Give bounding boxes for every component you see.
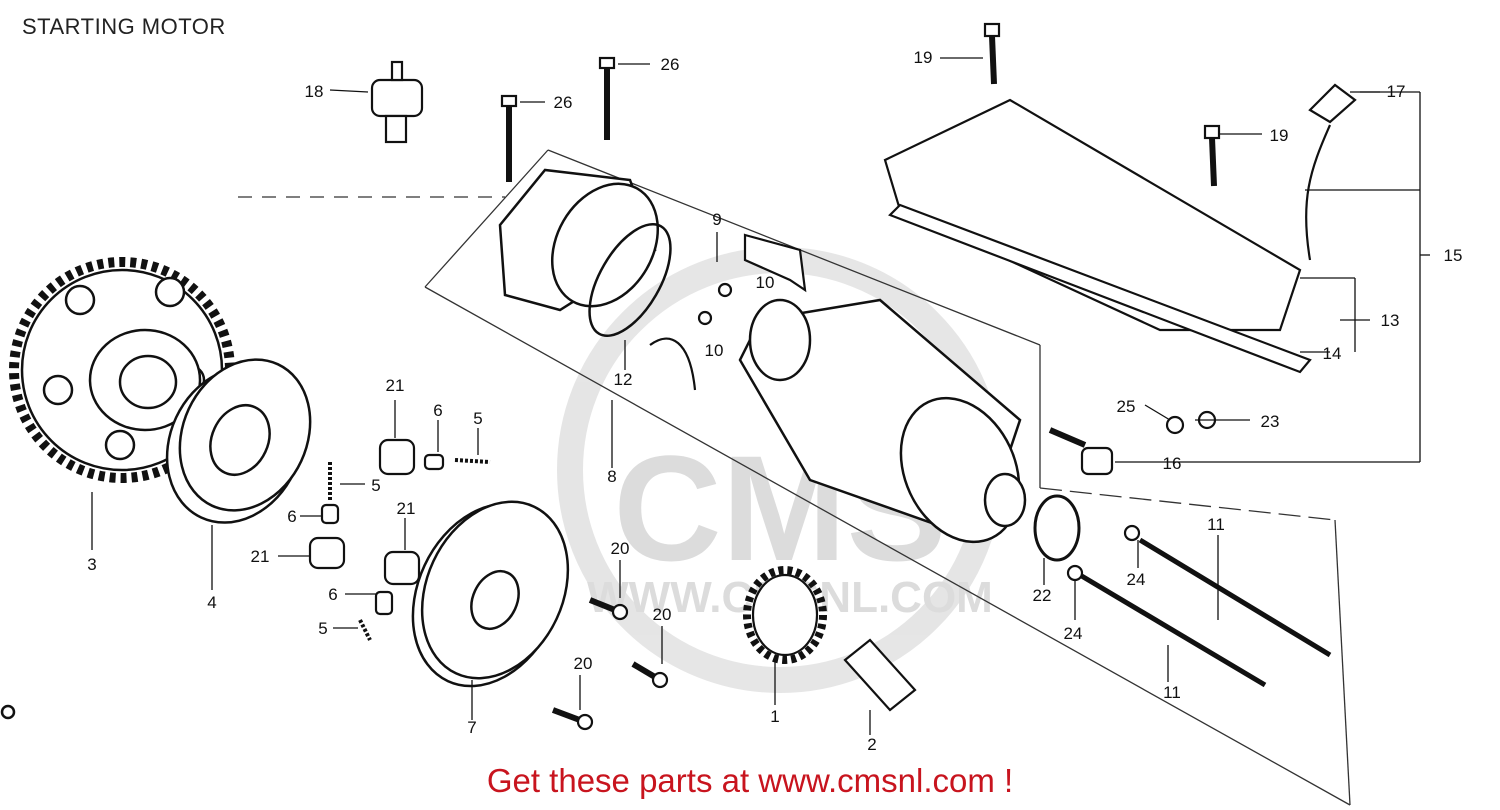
- callout-25: 25: [1117, 397, 1136, 416]
- callout-15: 15: [1444, 246, 1463, 265]
- callout-21c: 21: [251, 547, 270, 566]
- ring-mark: [0, 704, 16, 720]
- callout-17: 17: [1387, 82, 1406, 101]
- leader-lines: [91, 57, 1430, 735]
- diagram-title: STARTING MOTOR: [22, 14, 226, 39]
- callout-labels: 1 2 3 4 5 5 5 6 6 6 7 8 9 10 10 11 11 12…: [87, 48, 1462, 754]
- callout-3: 3: [87, 555, 96, 574]
- callout-9: 9: [712, 210, 721, 229]
- callout-24a: 24: [1127, 570, 1146, 589]
- callout-6c: 6: [328, 585, 337, 604]
- callout-20c: 20: [574, 654, 593, 673]
- callout-19b: 19: [1270, 126, 1289, 145]
- callout-20a: 20: [611, 539, 630, 558]
- callout-5c: 5: [318, 619, 327, 638]
- footer-link[interactable]: Get these parts at www.cmsnl.com !: [486, 762, 1014, 799]
- clutch-outer-part-4: [165, 358, 312, 524]
- callout-21b: 21: [397, 499, 416, 518]
- callout-1: 1: [770, 707, 779, 726]
- callout-12: 12: [614, 370, 633, 389]
- callout-19a: 19: [914, 48, 933, 67]
- callout-26a: 26: [554, 93, 573, 112]
- callout-24b: 24: [1064, 624, 1083, 643]
- callout-18: 18: [305, 82, 324, 101]
- callout-5a: 5: [473, 409, 482, 428]
- callout-8: 8: [607, 467, 616, 486]
- small-parts: [308, 22, 1357, 731]
- callout-16: 16: [1163, 454, 1182, 473]
- callout-23: 23: [1261, 412, 1280, 431]
- motor-housing: [498, 168, 1027, 544]
- callout-14: 14: [1323, 344, 1342, 363]
- callout-26b: 26: [661, 55, 680, 74]
- callout-13: 13: [1381, 311, 1400, 330]
- callout-11b: 11: [1163, 683, 1181, 702]
- callout-2: 2: [867, 735, 876, 754]
- clutch-plate-part-7: [411, 500, 570, 688]
- callout-5b: 5: [371, 476, 380, 495]
- callout-10b: 10: [705, 341, 724, 360]
- callout-20b: 20: [653, 605, 672, 624]
- callout-6a: 6: [433, 401, 442, 420]
- callout-4: 4: [207, 593, 216, 612]
- callout-21a: 21: [386, 376, 405, 395]
- callout-10a: 10: [756, 273, 775, 292]
- callout-22: 22: [1033, 586, 1052, 605]
- callout-6b: 6: [287, 507, 296, 526]
- callout-7: 7: [467, 718, 476, 737]
- callout-11a: 11: [1207, 515, 1225, 534]
- sprocket-part-3: [9, 257, 235, 483]
